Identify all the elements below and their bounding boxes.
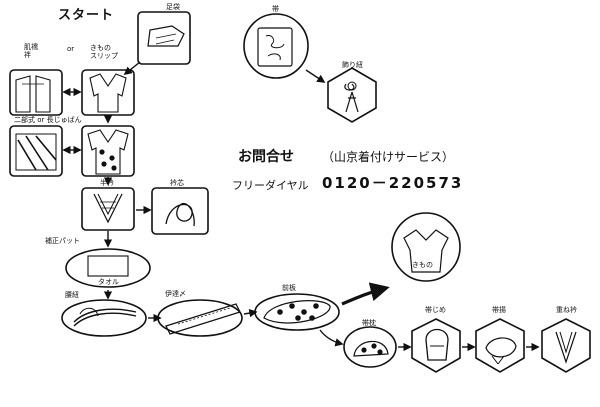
contact-subtitle: （山京着付けサービス）	[322, 150, 455, 164]
obijime-shape	[411, 318, 461, 373]
kasaneeri-label: 重ね衿	[556, 306, 577, 314]
or-label-1: or	[67, 45, 75, 53]
kimono-label: きもの	[412, 261, 433, 269]
erishin-box	[151, 187, 209, 235]
obi-shape	[243, 13, 309, 79]
haneri-label: 半衿	[100, 179, 114, 187]
obimakura-shape	[343, 326, 397, 368]
datejime-label: 伊達〆	[165, 290, 186, 298]
hosei-pad-shape	[65, 248, 151, 288]
nibushiki-label: 二部式 or 長じゅばん	[14, 116, 82, 124]
obiage-label: 帯揚	[492, 306, 506, 314]
kazarihimo-shape	[327, 67, 377, 123]
start-label: スタート	[58, 8, 115, 23]
kazarihimo-label: 飾り紐	[342, 61, 363, 69]
kimono-slip-label: きもの スリップ	[90, 44, 118, 61]
obimakura-label: 帯枕	[362, 319, 376, 327]
hosei-pad-label: 補正パット	[45, 237, 80, 245]
nibushiki-box	[9, 125, 63, 177]
hadajuban-box	[9, 69, 63, 116]
kimono-shape	[391, 212, 461, 282]
nagajuban-box	[81, 125, 135, 177]
tabi-label: 足袋	[166, 3, 180, 11]
maeita-label: 前板	[282, 284, 296, 292]
tabi-box	[137, 11, 191, 65]
obiage-shape	[475, 318, 525, 373]
phone-number: 0120－220573	[322, 174, 464, 192]
free-dial-label: フリーダイヤル	[232, 179, 309, 192]
obijime-label: 帯じめ	[425, 306, 446, 314]
datejime-shape	[157, 299, 243, 337]
obi-label: 帯	[272, 5, 279, 13]
haneri-box	[81, 187, 135, 231]
koshihimo-shape	[61, 299, 147, 337]
maeita-shape	[254, 293, 340, 331]
contact-title: お問合せ	[238, 149, 294, 165]
towel-label: タオル	[98, 278, 119, 286]
kimono-slip-box	[81, 69, 135, 116]
hadajuban-label: 肌襦 袢	[24, 43, 38, 60]
kasaneeri-shape	[541, 318, 591, 373]
koshihimo-label: 腰紐	[65, 291, 79, 299]
erishin-label: 衿芯	[170, 179, 184, 187]
